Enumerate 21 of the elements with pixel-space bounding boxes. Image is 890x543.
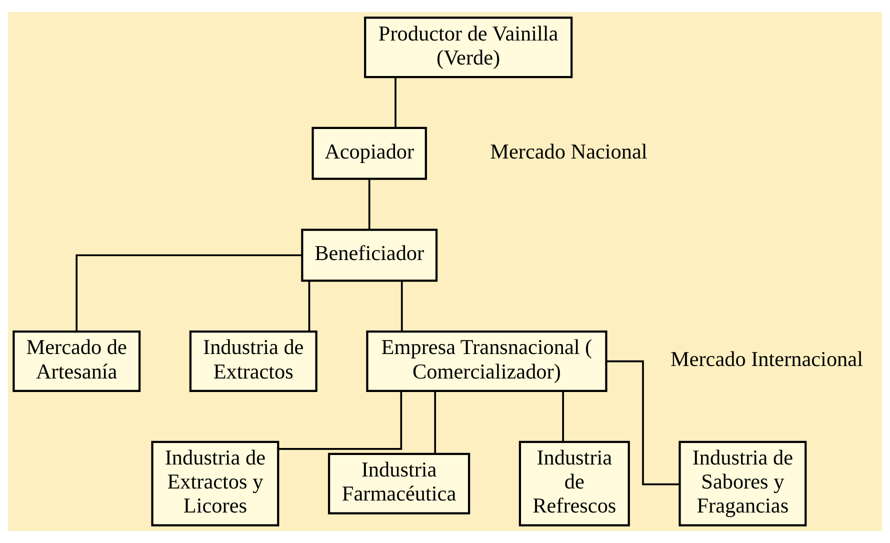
- label: Mercado Nacional: [490, 139, 648, 164]
- node-box: Beneficiador: [301, 228, 438, 282]
- connector: [394, 77, 396, 128]
- connector: [400, 280, 403, 332]
- node-box: Mercado de Artesanía: [12, 330, 141, 392]
- node-box: Industria de Refrescos: [518, 440, 630, 526]
- node-box: Acopiador: [312, 126, 427, 180]
- node-box: Industria de Extractos: [189, 330, 318, 392]
- node-box: Industria de Sabores y Fragancias: [678, 440, 807, 526]
- connector: [308, 280, 310, 332]
- connector: [434, 392, 436, 454]
- node-box: Industria de Extractos y Licores: [151, 440, 280, 526]
- connector: [562, 392, 564, 442]
- connector: [368, 179, 370, 230]
- connector: [76, 254, 302, 332]
- connector: [606, 360, 680, 486]
- node-box: Industria Farmacéutica: [328, 452, 470, 514]
- node-box: Empresa Transnacional ( Comercializador): [366, 330, 608, 392]
- node-box: Productor de Vainilla (Verde): [364, 16, 573, 78]
- connector: [278, 391, 402, 450]
- label: Mercado Internacional: [670, 347, 863, 372]
